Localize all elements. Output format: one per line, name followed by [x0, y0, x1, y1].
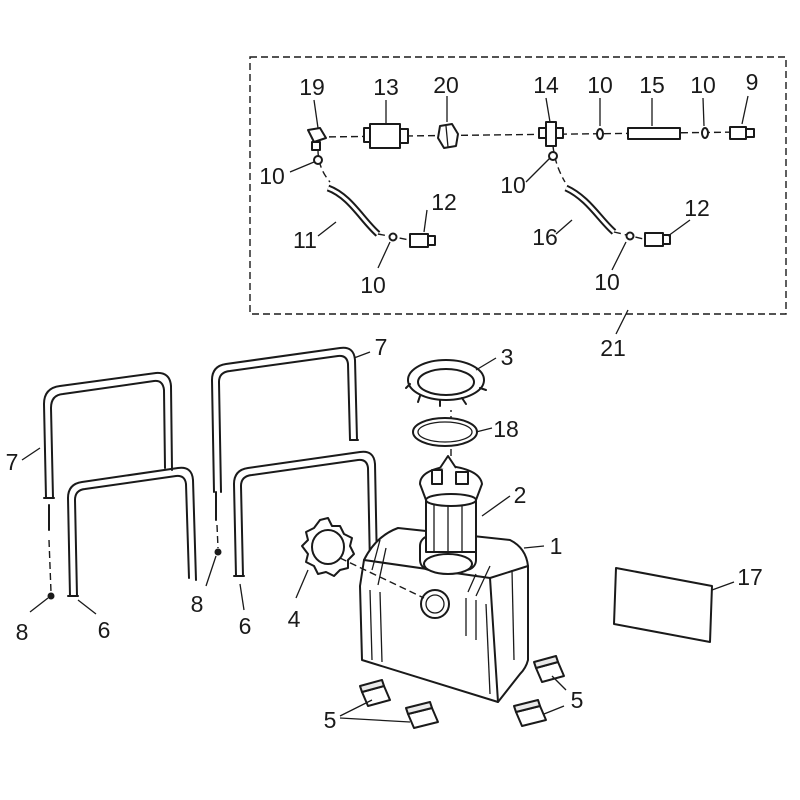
hose-clamp-part-10 — [625, 231, 635, 241]
callout-3: 3 — [501, 344, 514, 370]
bolt-part-8 — [214, 548, 222, 556]
gauge-gasket-part-4 — [301, 517, 355, 577]
rubber-pad-part-5 — [405, 701, 439, 729]
fuel-filter-part-13 — [363, 123, 409, 149]
callout-12: 12 — [684, 195, 710, 221]
callout-17: 17 — [737, 564, 763, 590]
quick-connector-part-9 — [729, 126, 755, 140]
fuel-line-kit-boundary — [249, 56, 787, 315]
callout-11: 11 — [293, 227, 317, 253]
callout-12: 12 — [431, 189, 457, 215]
callout-6: 6 — [239, 613, 252, 639]
callout-10: 10 — [587, 72, 613, 98]
callout-20: 20 — [433, 72, 459, 98]
elbow-fitting-part-19 — [307, 127, 327, 151]
callout-10: 10 — [594, 269, 620, 295]
sight-gauge-window — [420, 589, 450, 619]
callout-5: 5 — [324, 707, 337, 733]
callout-10: 10 — [360, 272, 386, 298]
callout-7: 7 — [6, 449, 19, 475]
rubber-pad-part-5 — [533, 655, 565, 683]
hose-clamp-part-10 — [313, 155, 323, 165]
leader-lines — [21, 95, 749, 723]
tank-bracket-part-6 — [233, 450, 378, 577]
rubber-pad-part-5 — [513, 699, 547, 727]
label-plate-part-17 — [613, 567, 713, 643]
callout-5: 5 — [571, 687, 584, 713]
callout-7: 7 — [375, 334, 388, 360]
hose-clamp-part-10 — [701, 127, 709, 139]
callout-2: 2 — [514, 482, 527, 508]
hose-clamp-part-10 — [388, 232, 398, 242]
lock-ring-part-3 — [405, 359, 487, 407]
callout-18: 18 — [493, 416, 519, 442]
tank-bracket-part-7 — [211, 346, 358, 493]
quick-connector-part-12 — [409, 233, 436, 248]
callout-10: 10 — [500, 172, 526, 198]
callout-19: 19 — [299, 74, 325, 100]
callout-14: 14 — [533, 72, 559, 98]
hose-clamp-part-10 — [548, 151, 558, 161]
bolt-part-8 — [47, 592, 55, 600]
callout-21: 21 — [600, 335, 626, 361]
callout-16: 16 — [532, 224, 558, 250]
callout-13: 13 — [373, 74, 399, 100]
callout-9: 9 — [746, 69, 759, 95]
callout-4: 4 — [288, 606, 301, 632]
callout-1: 1 — [550, 533, 563, 559]
nut-part-20 — [437, 123, 459, 149]
quick-connector-part-12 — [644, 232, 671, 247]
callout-8: 8 — [191, 591, 204, 617]
callout-15: 15 — [639, 72, 665, 98]
fuel-hose-part-15 — [627, 127, 681, 140]
tee-fitting-part-14 — [538, 121, 564, 147]
callout-8: 8 — [16, 619, 29, 645]
callout-10: 10 — [259, 163, 285, 189]
fuel-pump-assembly-part-2 — [419, 455, 483, 553]
callout-6: 6 — [98, 617, 111, 643]
callout-10: 10 — [690, 72, 716, 98]
hose-clamp-part-10 — [596, 128, 604, 140]
rubber-pad-part-5 — [359, 679, 391, 707]
tank-bracket-part-7 — [43, 371, 173, 499]
tank-bracket-part-6 — [67, 466, 197, 597]
